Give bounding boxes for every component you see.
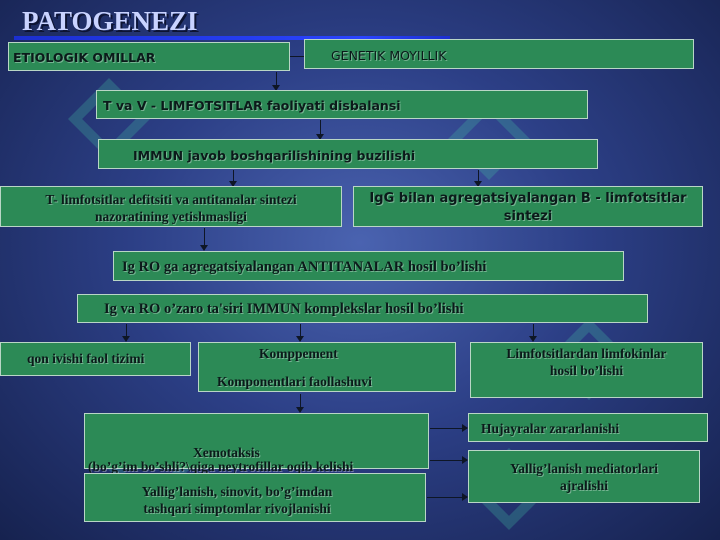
arrow-right: [427, 493, 468, 501]
arrow-down: [122, 324, 130, 342]
box-limfokin: Limfotsitlardan limfokinlar hosil bo’lis…: [470, 342, 703, 398]
box-limfotsitlar: T va V - LIMFOTSITLAR faoliyati disbalan…: [96, 90, 588, 119]
yallig-line2: tashqari simptomlar rivojlanishi: [143, 501, 331, 516]
arrow-right: [430, 424, 468, 432]
xemotaksis-line1: Xemotaksis: [193, 445, 260, 460]
arrow-down: [316, 120, 324, 140]
arrow-down: [296, 394, 304, 413]
qon-label: qon ivishi faol tizimi: [27, 351, 145, 366]
limfokin-line1: Limfotsitlardan limfokinlar: [506, 346, 667, 361]
t-defitsit-line1: T- limfotsitlar defitsiti va antitanalar…: [45, 192, 297, 207]
box-ig-ro: Ig RO ga agregatsiyalangan ANTITANALAR h…: [113, 251, 624, 281]
mediator-line2: ajralishi: [559, 478, 608, 493]
box-xemotaksis: Xemotaksis (bo’g’im bo’shli?\qiga neytro…: [84, 413, 429, 474]
box-yallig: Yallig’lanish, sinovit, bo’g’imdan tashq…: [84, 473, 426, 522]
ig-ro-label: Ig RO ga agregatsiyalangan ANTITANALAR h…: [122, 259, 487, 275]
genetik-label: GENETIK MOYILLIK: [331, 48, 447, 63]
arrow-down: [200, 228, 208, 251]
box-qon: qon ivishi faol tizimi: [0, 342, 191, 376]
box-genetik: GENETIK MOYILLIK: [304, 39, 694, 69]
box-igg: IgG bilan agregatsiyalangan B - limfotsi…: [353, 186, 703, 227]
arrow-down: [229, 170, 237, 187]
limfotsitlar-label: T va V - LIMFOTSITLAR faoliyati disbalan…: [103, 98, 401, 113]
komp-line2: Komponentlari faollashuvi: [217, 374, 372, 389]
box-hujayra: Hujayralar zararlanishi: [468, 413, 708, 442]
arrow-down: [474, 170, 482, 187]
ig-va-ro-label: Ig va RO o’zaro ta'siri IMMUN kompleksla…: [104, 301, 464, 317]
box-ig-va-ro: Ig va RO o’zaro ta'siri IMMUN kompleksla…: [77, 294, 648, 323]
igg-line2: sintezi: [503, 209, 553, 224]
box-etiologik: ETIOLOGIK OMILLAR: [8, 42, 290, 71]
page-title: PATOGENEZI: [22, 6, 198, 36]
box-komplement: Komppement Komponentlari faollashuvi: [198, 342, 456, 392]
arrow-right: [430, 456, 468, 464]
xemotaksis-line2: (bo’g’im bo’shli?\qiga neytrofillar oqib…: [88, 459, 354, 474]
mediator-line1: Yallig’lanish mediatorlari: [509, 461, 659, 476]
box-immun: IMMUN javob boshqarilishining buzilishi: [98, 139, 598, 169]
arrow-down: [529, 324, 537, 342]
connector-line: [290, 56, 304, 57]
box-mediator: Yallig’lanish mediatorlari ajralishi: [468, 450, 700, 503]
arrow-down: [272, 72, 280, 91]
limfokin-line2: hosil bo’lishi: [549, 363, 624, 378]
hujayra-label: Hujayralar zararlanishi: [481, 421, 620, 436]
arrow-down: [296, 324, 304, 342]
igg-line1: IgG bilan agregatsiyalangan B - limfotsi…: [369, 191, 687, 206]
etiologik-label: ETIOLOGIK OMILLAR: [13, 50, 156, 65]
komp-line1: Komppement: [259, 346, 338, 361]
immun-label: IMMUN javob boshqarilishining buzilishi: [133, 148, 416, 163]
box-t-defitsit: T- limfotsitlar defitsiti va antitanalar…: [0, 186, 342, 227]
yallig-line1: Yallig’lanish, sinovit, bo’g’imdan: [141, 484, 333, 499]
t-defitsit-line2: nazoratining yetishmasligi: [95, 209, 247, 224]
title-underline: [14, 36, 450, 40]
